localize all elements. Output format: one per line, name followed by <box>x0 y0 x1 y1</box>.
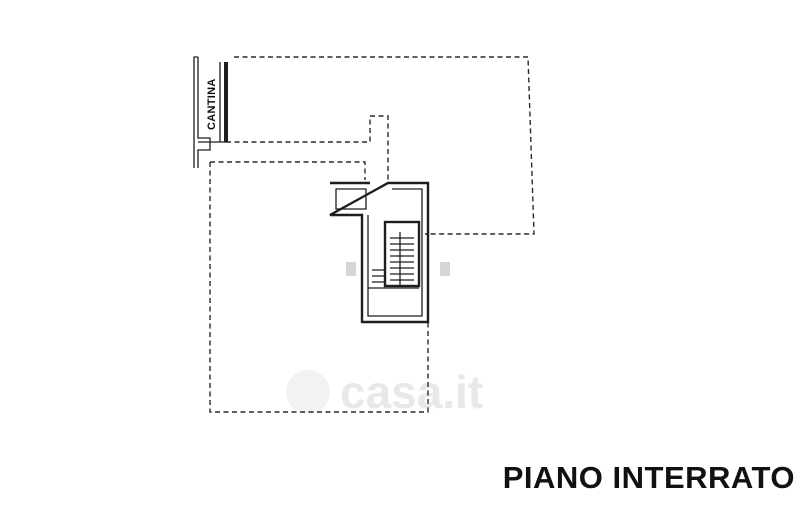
stairwell-inner-wall <box>335 188 423 317</box>
stairwell-outer-wall <box>329 181 430 324</box>
cantina-room: CANTINA <box>193 56 228 168</box>
stairwell <box>329 181 450 324</box>
cantina-wall <box>224 62 228 142</box>
cantina-partition <box>198 62 226 143</box>
watermark: casa.it <box>286 366 483 418</box>
upper-area-outline <box>210 56 535 235</box>
stair-core <box>383 220 421 288</box>
watermark-house-icon <box>346 262 356 276</box>
watermark-house-icon-2 <box>440 262 450 276</box>
cantina-label: CANTINA <box>206 78 218 130</box>
cantina-outer-wall <box>193 56 211 168</box>
stair-landing <box>368 269 419 289</box>
lower-area-outline <box>209 162 429 413</box>
stair-steps <box>390 232 414 286</box>
floor-title: PIANO INTERRATO <box>502 460 795 495</box>
watermark-logo-icon <box>286 370 330 414</box>
watermark-text: casa.it <box>340 366 483 418</box>
